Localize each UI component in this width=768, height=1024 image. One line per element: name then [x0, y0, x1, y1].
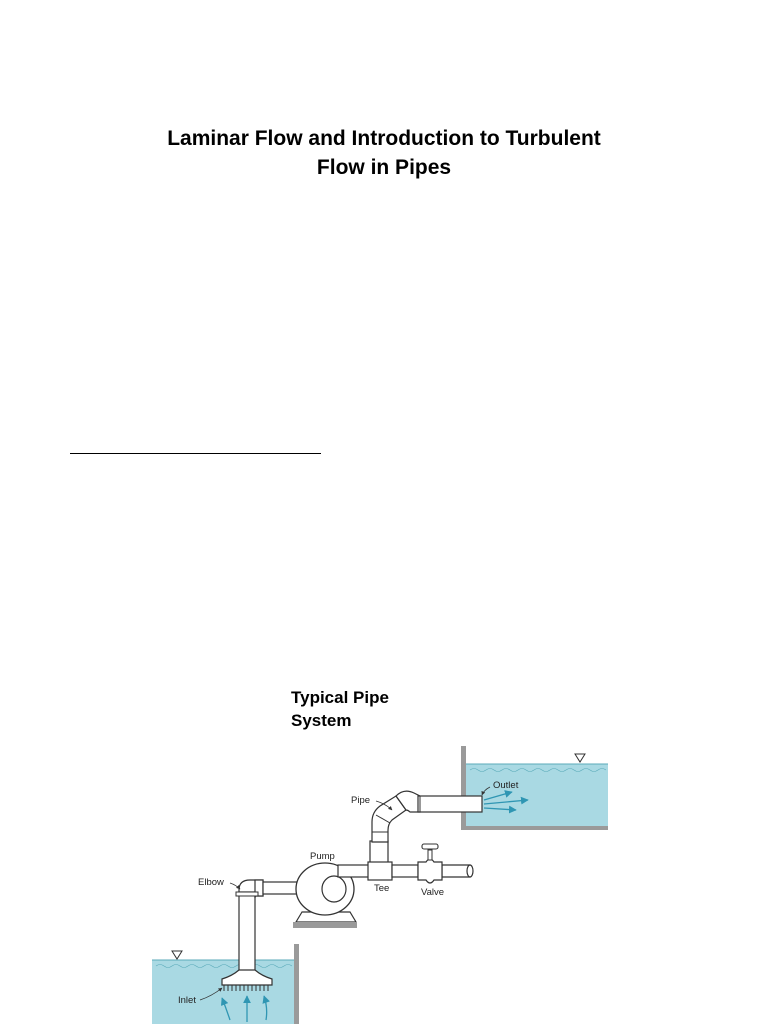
- label-tee: Tee: [374, 883, 389, 894]
- pump: [293, 862, 375, 928]
- discharge-pipe: [391, 864, 474, 878]
- inflow-arrows: [220, 995, 270, 1022]
- label-outlet: Outlet: [493, 780, 519, 791]
- label-pipe: Pipe: [351, 795, 370, 806]
- label-elbow: Elbow: [198, 877, 224, 888]
- figure-caption-line-2: System: [291, 711, 352, 730]
- pipe-system-diagram: Outlet Pipe Pump Elbow Tee Valve Inlet: [152, 746, 608, 1024]
- label-inlet: Inlet: [178, 995, 196, 1006]
- figure-caption-line-1: Typical Pipe: [291, 688, 389, 707]
- rising-pipe: [371, 790, 483, 843]
- label-pump: Pump: [310, 851, 335, 862]
- title-line-2: Flow in Pipes: [316, 156, 452, 179]
- elbow: [235, 879, 264, 899]
- upper-reservoir: [461, 746, 608, 830]
- tee: [367, 840, 393, 881]
- label-leaders: [199, 786, 491, 1001]
- figure-caption: Typical Pipe System: [291, 686, 389, 732]
- page-title: Laminar Flow and Introduction to Turbule…: [0, 124, 768, 182]
- suction-pipe: [221, 891, 273, 991]
- outflow-arrows: [483, 790, 529, 814]
- title-line-1: Laminar Flow and Introduction to Turbule…: [167, 127, 601, 150]
- lower-reservoir: [152, 944, 299, 1024]
- label-valve: Valve: [421, 887, 444, 898]
- horizontal-rule: [70, 453, 321, 454]
- valve: [417, 843, 443, 884]
